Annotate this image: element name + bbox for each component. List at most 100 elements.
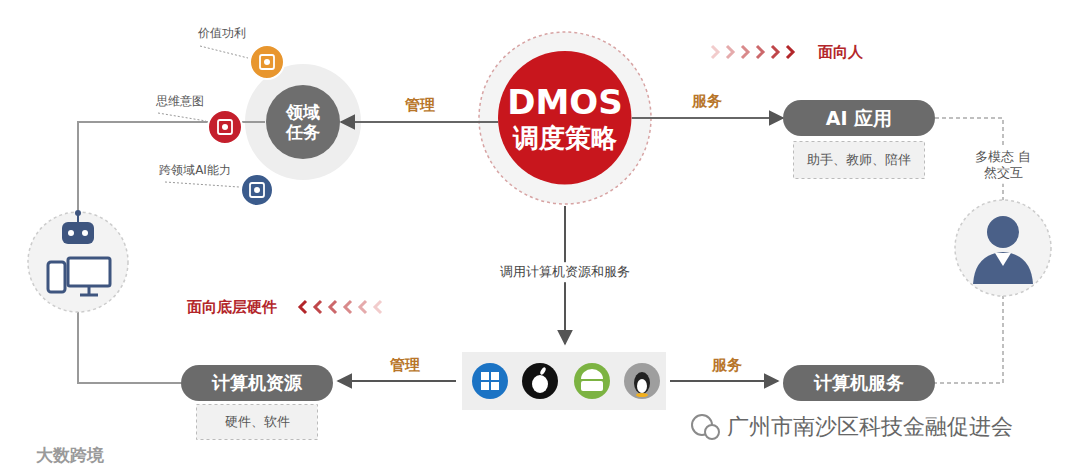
connector (632, 117, 783, 119)
person-circle (955, 200, 1051, 296)
person-collar (995, 253, 1011, 266)
icon-circle: 价值功利 (249, 44, 285, 80)
arrow-label: 服务 (712, 356, 742, 374)
chevron (727, 46, 733, 58)
icon-circle: 思维意图 (207, 109, 243, 145)
chevron (300, 301, 306, 313)
chevron (360, 301, 366, 313)
chevron (742, 46, 748, 58)
node-title: 价值功利 (198, 26, 246, 40)
node-shape (783, 100, 935, 136)
windows-pane (481, 372, 489, 380)
direction-label: 面向底层硬件 (187, 298, 277, 316)
node-shape (241, 174, 273, 206)
robot-head (62, 222, 94, 244)
windows-pane (481, 382, 489, 390)
apple-icon (522, 363, 558, 399)
apple-shape (532, 375, 548, 393)
leader-line (158, 113, 206, 121)
chevron (315, 301, 321, 313)
manage-arrow (338, 380, 456, 382)
os-box (462, 352, 666, 410)
penguin-body (634, 372, 650, 394)
node-title: 计算机服务 (814, 372, 904, 394)
windows-icon (472, 363, 508, 399)
node-shape (498, 51, 631, 184)
node-shape (181, 365, 333, 401)
robot-eye (68, 230, 74, 236)
node-icon (260, 55, 274, 69)
node-title: 思维意图 (156, 94, 204, 108)
android-head (581, 369, 603, 379)
node-subtitle: 调度策略 (513, 123, 617, 154)
arrow-label: 管理 (390, 356, 420, 374)
node-shape (197, 405, 318, 440)
watermark: 大数跨境 (36, 445, 104, 465)
chevron (712, 46, 718, 58)
edge-label: 服务 (692, 92, 722, 111)
monitor-stand (88, 286, 91, 294)
detail-box: 助手、教师、陪伴 (793, 141, 925, 179)
service-pill: 计算机服务 (783, 365, 935, 401)
strategy-ring (479, 32, 651, 204)
node-title: 计算机资源 (212, 372, 302, 394)
chevron (772, 46, 778, 58)
watermark: 广州市南沙区科技金融促进会 (727, 414, 1013, 440)
node-shape (250, 45, 284, 79)
chevron (330, 301, 336, 313)
chevron (757, 46, 763, 58)
resource-pill: 计算机资源 (181, 365, 333, 401)
app-pill: AI 应用 (783, 100, 935, 136)
node-title: 硬件、软件 (225, 414, 290, 430)
monitor-base (80, 294, 98, 297)
node-outline (240, 173, 274, 207)
domain-circle: 领域任务 (265, 84, 341, 160)
apple-leaf (539, 367, 546, 376)
node-icon (218, 120, 232, 134)
node-icon (222, 124, 228, 130)
penguin-belly (637, 379, 647, 393)
chevron (375, 301, 381, 313)
robot-circle (28, 212, 128, 312)
person-body (973, 252, 1033, 284)
strategy-circle: DMOS调度策略 (497, 50, 632, 185)
icon-circle: 跨领域AI能力 (240, 173, 274, 207)
penguin-feet (636, 393, 648, 397)
node-title: 领域任务 (286, 102, 320, 143)
windows-pane (491, 382, 499, 390)
node-icon (264, 59, 270, 65)
service-arrow (670, 380, 778, 382)
chevron (787, 46, 793, 58)
linux-icon (624, 363, 660, 399)
android-icon (574, 363, 610, 399)
node-shape (783, 365, 935, 401)
chevron (345, 301, 351, 313)
node-icon (254, 187, 260, 193)
node-shape (208, 110, 242, 144)
node-title: 助手、教师、陪伴 (807, 152, 911, 168)
node-title: AI 应用 (826, 107, 892, 130)
direction-label: 面向人 (818, 43, 863, 61)
leader-line (200, 46, 248, 58)
node-shape (266, 85, 340, 159)
connector (341, 121, 498, 123)
detail-box: 硬件、软件 (196, 404, 318, 440)
wechat-icon (705, 425, 719, 439)
node-title: DMOS (507, 82, 622, 123)
person-head (987, 216, 1019, 248)
node-outline (249, 44, 285, 80)
leader-line (165, 182, 239, 187)
arrow-label: 调用计算机资源和服务 (496, 262, 634, 282)
robot-antenna-tip (75, 210, 81, 216)
node-icon (250, 183, 264, 197)
monitor-icon (68, 258, 110, 286)
tablet-icon (48, 262, 65, 292)
node-shape (794, 142, 925, 179)
edge-label: 多模态 自然交互 (972, 147, 1033, 184)
robot-eye (82, 230, 88, 236)
windows-pane (491, 372, 499, 380)
edge-label: 管理 (405, 96, 435, 115)
node-outline (207, 109, 243, 145)
